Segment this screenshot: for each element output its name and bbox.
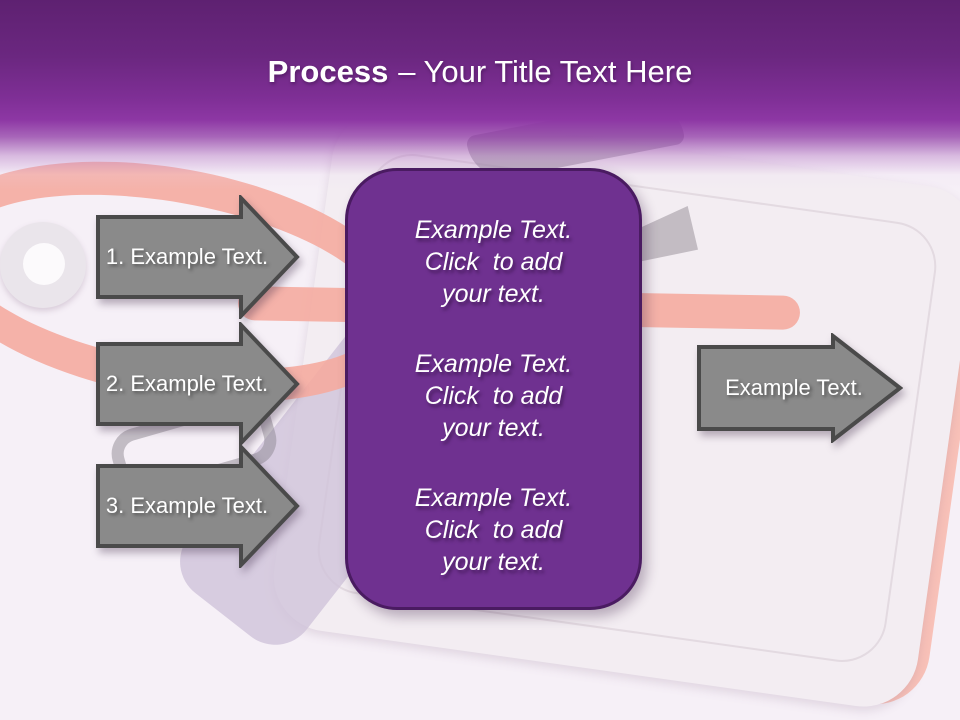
scissors-ring-hole: [23, 243, 65, 285]
scissors-ring-image: [0, 222, 86, 308]
arrow-right-icon: [96, 322, 300, 446]
arrow-right-icon: [96, 444, 300, 568]
output-arrow-label: Example Text.: [725, 375, 863, 400]
center-text-panel: Example Text. Click to add your text. Ex…: [345, 168, 642, 610]
step-arrow-1-label: 1. Example Text.: [105, 244, 269, 269]
step-arrow-2-label: 2. Example Text.: [105, 371, 269, 396]
output-arrow[interactable]: Example Text.: [697, 333, 903, 443]
slide-title: Process – Your Title Text Here: [0, 52, 960, 92]
placeholder-text-block-2[interactable]: Example Text. Click to add your text.: [414, 350, 573, 442]
step-arrow-1[interactable]: 1. Example Text.: [96, 195, 300, 319]
step-arrow-2[interactable]: 2. Example Text.: [96, 322, 300, 446]
placeholder-text-block-3[interactable]: Example Text. Click to add your text.: [414, 484, 573, 576]
arrow-right-icon: [96, 195, 300, 319]
step-arrow-3[interactable]: 3. Example Text.: [96, 444, 300, 568]
arrow-right-icon: [697, 333, 903, 443]
header-band: [0, 0, 960, 190]
slide-title-emphasis: Process: [267, 54, 389, 89]
slide-title-text: – Your Title Text Here: [398, 54, 693, 89]
step-arrow-3-label: 3. Example Text.: [105, 493, 269, 518]
placeholder-text-block-1[interactable]: Example Text. Click to add your text.: [414, 216, 573, 308]
